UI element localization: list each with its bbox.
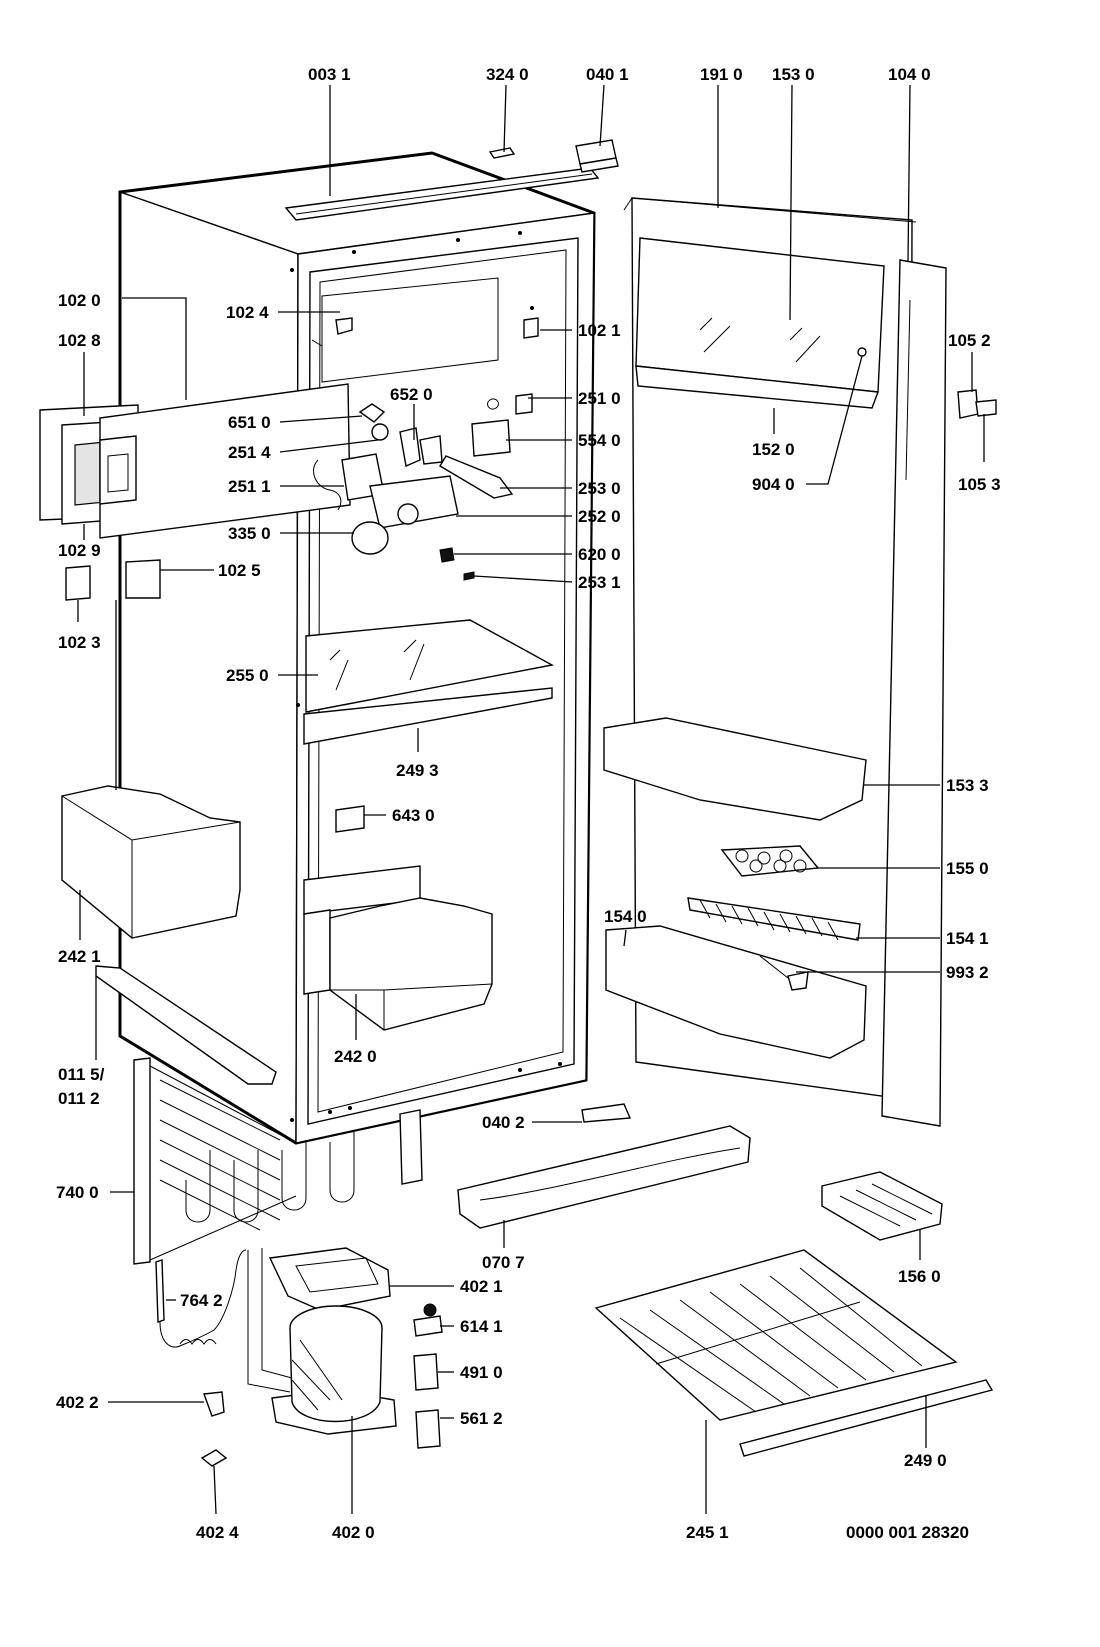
callout-242-0: 242 0 — [334, 1047, 377, 1066]
side-hinge — [957, 389, 997, 419]
callout-102-1: 102 1 — [578, 321, 621, 340]
front-strip-249-0 — [739, 1379, 994, 1457]
callout-651-0: 651 0 — [228, 413, 271, 432]
top-hinge — [575, 139, 619, 173]
callout-102-0: 102 0 — [58, 291, 101, 310]
door-assembly — [603, 197, 947, 1127]
compressor-mount — [268, 1247, 391, 1311]
callout-152-0: 152 0 — [752, 440, 795, 459]
callout-652-0: 652 0 — [390, 385, 433, 404]
leader-lines — [77, 84, 985, 1515]
callout-252-0: 252 0 — [578, 507, 621, 526]
callout-102-3: 102 3 — [58, 633, 101, 652]
callout-242-1: 242 1 — [58, 947, 101, 966]
callout-740-0: 740 0 — [56, 1183, 99, 1202]
callout-620-0: 620 0 — [578, 545, 621, 564]
callout-104-0: 104 0 — [888, 65, 931, 84]
freezer-flap-assembly — [39, 317, 539, 601]
callout-102-8: 102 8 — [58, 331, 101, 350]
callout-614-1: 614 1 — [460, 1317, 503, 1336]
condenser — [133, 1057, 423, 1265]
callout-554-0: 554 0 — [578, 431, 621, 450]
callout-249-3: 249 3 — [396, 761, 439, 780]
callout-191-0: 191 0 — [700, 65, 743, 84]
callout-070-7: 070 7 — [482, 1253, 525, 1272]
callout-154-1: 154 1 — [946, 929, 989, 948]
callout-040-2: 040 2 — [482, 1113, 525, 1132]
callout-102-9: 102 9 — [58, 541, 101, 560]
callout-249-0: 249 0 — [904, 1451, 947, 1470]
callout-251-0: 251 0 — [578, 389, 621, 408]
door-bin-242-1 — [61, 785, 241, 939]
capillary-tube — [155, 1249, 247, 1348]
callout-105-2: 105 2 — [948, 331, 991, 350]
bottom-panel-070-7 — [457, 1125, 751, 1229]
callout-155-0: 155 0 — [946, 859, 989, 878]
door-rack — [687, 897, 861, 941]
drawing-number: 0000 001 28320 — [846, 1523, 969, 1542]
callout-154-0: 154 0 — [604, 907, 647, 926]
clip-402-4 — [200, 1449, 228, 1467]
callout-253-1: 253 1 — [578, 573, 621, 592]
bottom-hinge-040-2 — [581, 1103, 632, 1123]
callout-251-1: 251 1 — [228, 477, 271, 496]
switch-643 — [335, 805, 365, 833]
callout-904-0: 904 0 — [752, 475, 795, 494]
callout-335-0: 335 0 — [228, 524, 271, 543]
callout-402-4: 402 4 — [196, 1523, 239, 1542]
callout-labels: 003 1 324 0 040 1 191 0 153 0 104 0 102 … — [56, 65, 1001, 1542]
callout-040-1: 040 1 — [586, 65, 629, 84]
compressor-electrical-parts — [413, 1303, 443, 1449]
wire-shelf — [594, 1249, 958, 1421]
small-clip-324 — [488, 147, 516, 159]
callout-011-5: 011 5/ — [58, 1065, 105, 1084]
callout-105-3: 105 3 — [958, 475, 1001, 494]
callout-003-1: 003 1 — [308, 65, 351, 84]
grommet-402-2 — [203, 1391, 225, 1417]
callout-764-2: 764 2 — [180, 1291, 223, 1310]
callout-011-2: 011 2 — [58, 1089, 100, 1108]
top-trim-strip — [284, 167, 600, 221]
callout-253-0: 253 0 — [578, 479, 621, 498]
crisper-bin-242-0 — [303, 865, 493, 1031]
callout-245-1: 245 1 — [686, 1523, 729, 1542]
ice-tray — [821, 1171, 943, 1241]
callout-153-3: 153 3 — [946, 776, 989, 795]
callout-491-0: 491 0 — [460, 1363, 503, 1382]
thermostat-and-lamp-parts — [313, 393, 533, 581]
callout-156-0: 156 0 — [898, 1267, 941, 1286]
callout-561-2: 561 2 — [460, 1409, 503, 1428]
compressor — [247, 1248, 397, 1435]
callout-402-1: 402 1 — [460, 1277, 503, 1296]
callout-402-0: 402 0 — [332, 1523, 375, 1542]
callout-102-4: 102 4 — [226, 303, 269, 322]
callout-102-5: 102 5 — [218, 561, 261, 580]
glass-shelf — [303, 619, 555, 745]
callout-255-0: 255 0 — [226, 666, 269, 685]
callout-251-4: 251 4 — [228, 443, 271, 462]
callout-153-0: 153 0 — [772, 65, 815, 84]
callout-643-0: 643 0 — [392, 806, 435, 825]
callout-402-2: 402 2 — [56, 1393, 99, 1412]
callout-993-2: 993 2 — [946, 963, 989, 982]
callout-324-0: 324 0 — [486, 65, 529, 84]
